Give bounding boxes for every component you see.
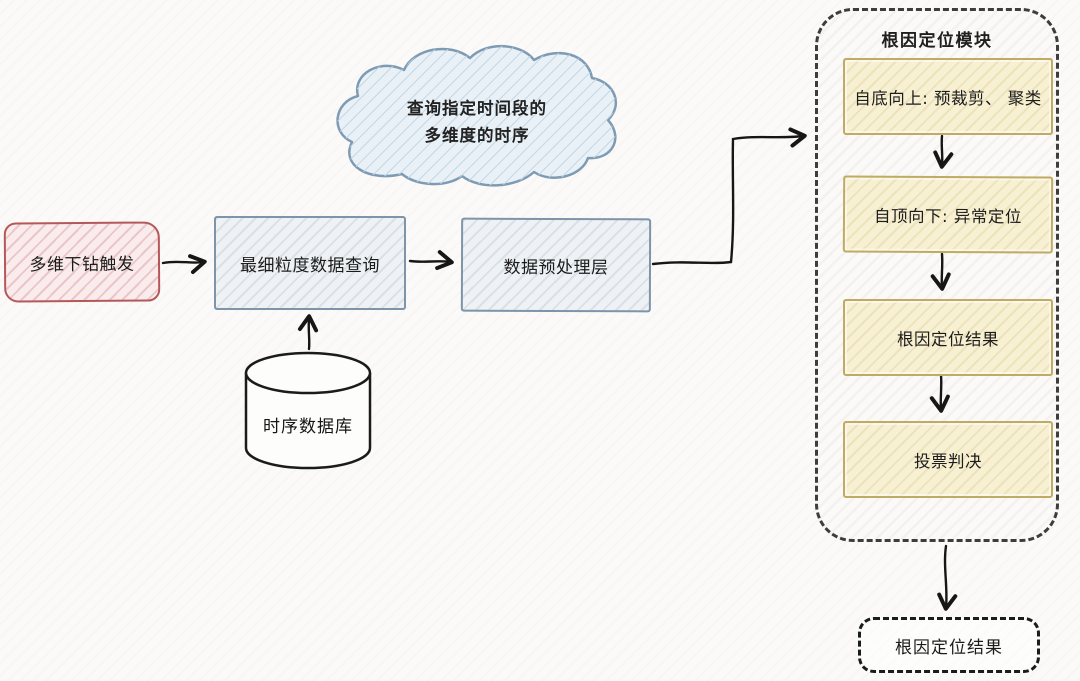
final-result-label: 根因定位结果	[895, 637, 1003, 658]
trigger-node: 多维下钻触发	[3, 221, 161, 303]
arrow-database-to-query	[297, 314, 319, 351]
arrow-step3-to-step4	[929, 373, 950, 413]
arrow-module-to-final	[937, 544, 958, 611]
step-voting-label: 投票判决	[914, 451, 982, 471]
cloud-shape	[336, 44, 618, 187]
arrow-preprocess-to-module	[651, 127, 807, 266]
preprocess-node: 数据预处理层	[460, 217, 652, 313]
step-node-bottom-up: 自底向上: 预裁剪、 聚类	[843, 58, 1053, 135]
arrow-step1-to-step2	[933, 134, 954, 169]
step-bottom-up-label: 自底向上: 预裁剪、 聚类	[854, 88, 1042, 108]
arrow-query-to-preprocess	[408, 250, 454, 271]
trigger-label: 多维下钻触发	[29, 254, 135, 275]
query-node: 最细粒度数据查询	[214, 216, 406, 310]
database-label: 时序数据库	[263, 417, 353, 437]
step-node-top-down: 自顶向下: 异常定位	[842, 175, 1054, 254]
step-node-result: 根因定位结果	[843, 299, 1053, 376]
preprocess-label: 数据预处理层	[503, 257, 609, 278]
arrow-step2-to-step3	[930, 252, 951, 291]
step-top-down-label: 自顶向下: 异常定位	[874, 206, 1022, 226]
module-container: 根因定位模块 自底向上: 预裁剪、 聚类 自顶向下: 异常定位 根因定位结果 投…	[815, 8, 1059, 542]
step-node-voting: 投票判决	[843, 421, 1053, 498]
cloud-line-1: 查询指定时间段的	[407, 99, 547, 118]
query-label: 最细粒度数据查询	[240, 255, 380, 276]
step-result-label: 根因定位结果	[897, 329, 999, 349]
final-result-node: 根因定位结果	[858, 617, 1040, 673]
module-title: 根因定位模块	[881, 31, 993, 51]
cloud-annotation: 查询指定时间段的 多维度的时序	[352, 95, 602, 149]
cloud-line-2: 多维度的时序	[424, 126, 530, 145]
database-cylinder-icon	[244, 351, 372, 470]
arrow-trigger-to-query	[161, 254, 207, 275]
